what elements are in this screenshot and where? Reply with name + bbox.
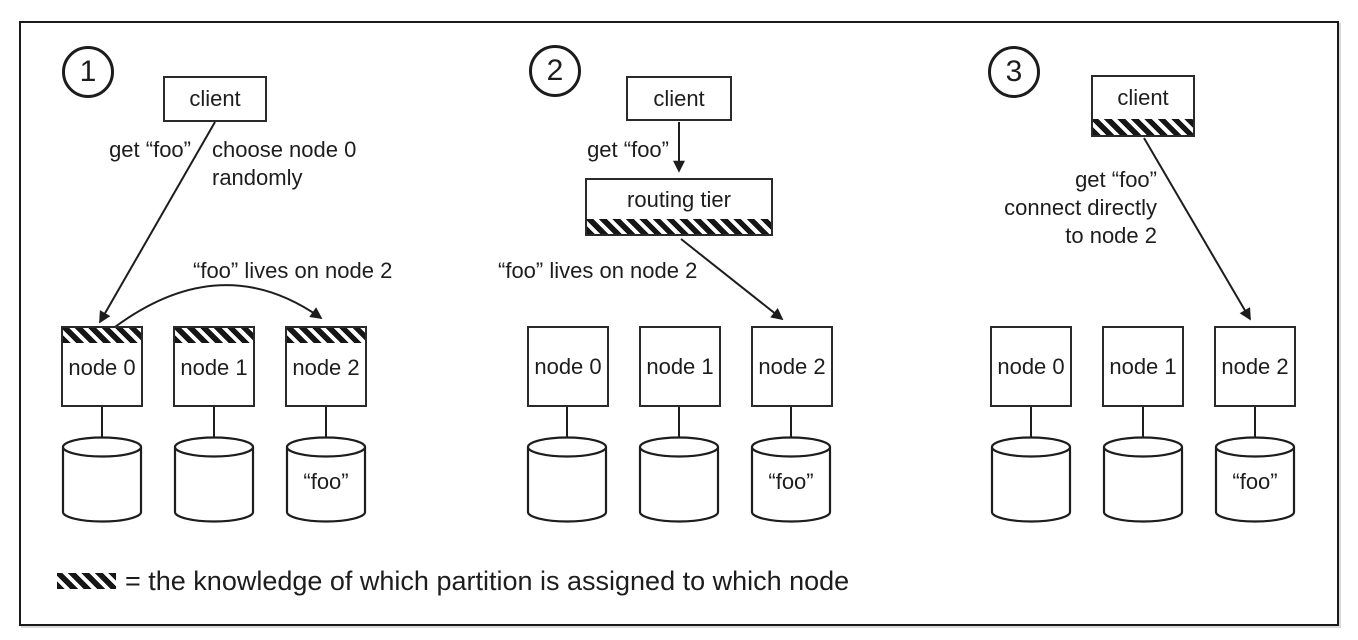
node-box-1-0: node 0: [61, 326, 143, 407]
client-box-2: client: [626, 76, 732, 121]
node-box-3-1: node 1: [1102, 326, 1184, 407]
partition-knowledge-hatch: [287, 328, 365, 343]
node-box-1-2: node 2: [285, 326, 367, 407]
node-label: node 1: [1109, 353, 1177, 379]
client-box-3: client: [1091, 75, 1195, 137]
step-number: 1: [79, 55, 97, 88]
annotation-get-foo-1: get “foo”: [109, 137, 191, 162]
foo-value-label-2: “foo”: [768, 469, 814, 494]
step-badge-1: 1: [62, 46, 114, 98]
step-badge-2: 2: [529, 45, 581, 97]
step-number: 2: [546, 54, 564, 87]
step-badge-3: 3: [988, 46, 1040, 98]
node-label: node 1: [646, 353, 714, 379]
partition-knowledge-hatch: [175, 328, 253, 343]
node-label: node 2: [758, 353, 826, 379]
client-label: client: [189, 86, 241, 111]
step-number: 3: [1005, 55, 1023, 88]
node-label: node 1: [180, 355, 248, 380]
annotation-foo-lives-on-node2-1: “foo” lives on node 2: [193, 258, 393, 283]
legend-hatch-swatch: [57, 573, 116, 589]
partition-knowledge-hatch: [1093, 119, 1193, 135]
node-box-1-1: node 1: [173, 326, 255, 407]
node-box-3-2: node 2: [1214, 326, 1296, 407]
node-box-2-1: node 1: [639, 326, 721, 407]
client-label: client: [653, 85, 705, 111]
node-box-2-2: node 2: [751, 326, 833, 407]
annotation-foo-lives-on-node2-2: “foo” lives on node 2: [498, 258, 698, 283]
routing-tier-label: routing tier: [627, 186, 731, 212]
partition-knowledge-hatch: [587, 219, 771, 234]
partition-knowledge-hatch: [63, 328, 141, 343]
annotation-choose-node0-randomly: choose node 0 randomly: [212, 137, 357, 190]
node-label: node 0: [534, 353, 602, 379]
annotation-get-foo-connect-directly: get “foo” connect directly to node 2: [1004, 167, 1157, 248]
node-label: node 2: [292, 355, 360, 380]
node-label: node 0: [68, 355, 136, 380]
legend-text: = the knowledge of which partition is as…: [125, 566, 850, 596]
node-box-2-0: node 0: [527, 326, 609, 407]
node-label: node 0: [997, 353, 1065, 379]
foo-value-label-1: “foo”: [303, 469, 349, 494]
foo-value-label-3: “foo”: [1232, 469, 1278, 494]
annotation-get-foo-2: get “foo”: [587, 137, 669, 162]
node-box-3-0: node 0: [990, 326, 1072, 407]
client-box-1: client: [163, 76, 267, 122]
routing-tier-box: routing tier: [585, 178, 773, 236]
node-label: node 2: [1221, 353, 1289, 379]
client-label: client: [1117, 85, 1169, 110]
